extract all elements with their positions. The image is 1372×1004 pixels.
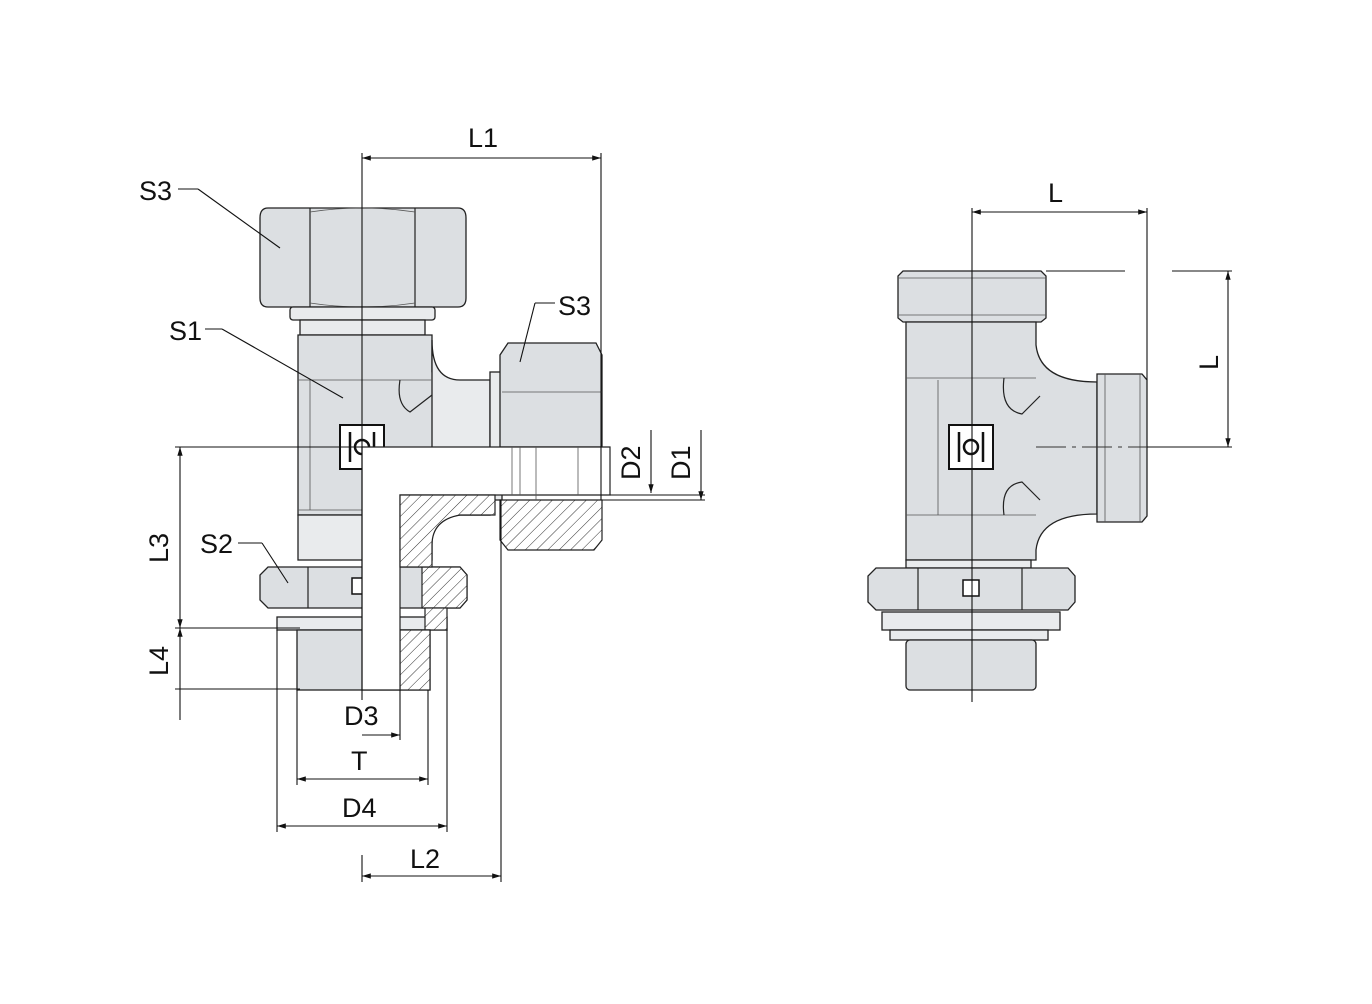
label-S2: S2 [200,529,233,559]
label-S1: S1 [169,316,202,346]
label-L1: L1 [468,123,498,153]
label-L-horizontal: L [1048,178,1063,208]
seal-ring [424,607,448,631]
label-D4: D4 [342,793,377,823]
label-L3: L3 [144,533,174,563]
side-nut [499,342,603,551]
label-T: T [351,746,368,776]
label-D1: D1 [666,445,696,480]
top-nut [259,207,467,308]
label-L4: L4 [144,646,174,676]
label-L-vertical: L [1194,355,1224,370]
left-view: L1 S3 S1 S3 S2 D3 T D4 L2 L3 L4 D2 D1 [139,123,705,882]
label-L2: L2 [410,844,440,874]
label-D2: D2 [616,445,646,480]
label-S3-top: S3 [139,176,172,206]
label-S3-side: S3 [558,291,591,321]
manufacturer-logo-icon-right [948,424,994,470]
thread-stud-side [905,639,1037,691]
label-D3: D3 [344,701,379,731]
bore-channel [361,446,611,691]
right-view: L L [867,178,1232,702]
side-nut-right [1096,373,1148,523]
body-side [905,321,1098,561]
dimensions-left [175,153,705,882]
